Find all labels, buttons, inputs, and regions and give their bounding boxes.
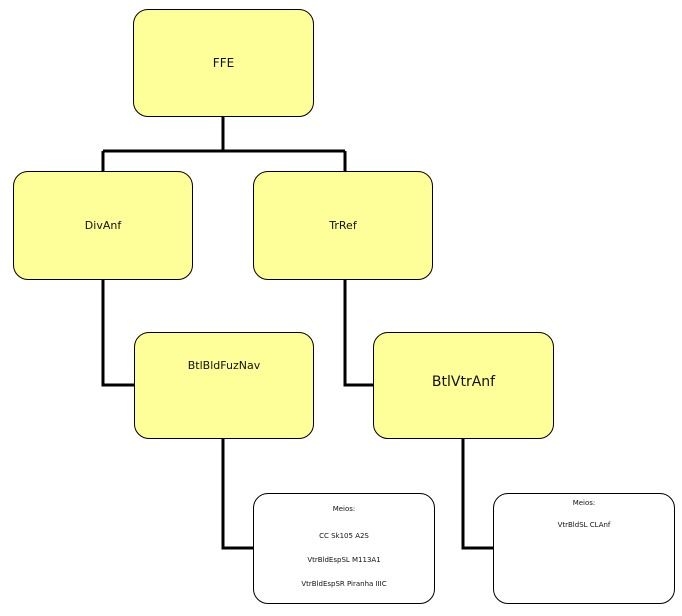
node-trref: TrRef: [253, 171, 433, 280]
node-btlvtranf: BtlVtrAnf: [373, 332, 554, 439]
means-item: CC Sk105 A2S: [319, 532, 369, 540]
means-box-btlbldfuznav: Meios: CC Sk105 A2S VtrBldEspSL M113A1 V…: [253, 493, 435, 604]
means-title: Meios:: [332, 505, 356, 513]
node-btlbldfuznav-label: BtlBldFuzNav: [187, 359, 261, 372]
node-ffe-label: FFE: [212, 56, 235, 70]
means-item: VtrBldEspSR Piranha IIIC: [301, 580, 387, 588]
node-ffe: FFE: [133, 9, 314, 117]
means-item: VtrBldEspSL M113A1: [307, 556, 381, 564]
node-divanf-label: DivAnf: [84, 219, 122, 232]
means-item: VtrBldSL CLAnf: [557, 521, 611, 529]
means-box-btlvtranf: Meios: VtrBldSL CLAnf: [493, 493, 675, 604]
node-divanf: DivAnf: [13, 171, 193, 280]
node-trref-label: TrRef: [329, 219, 357, 232]
node-btlvtranf-label: BtlVtrAnf: [431, 374, 496, 390]
node-btlbldfuznav: BtlBldFuzNav: [134, 332, 314, 439]
means-title: Meios:: [572, 499, 596, 507]
